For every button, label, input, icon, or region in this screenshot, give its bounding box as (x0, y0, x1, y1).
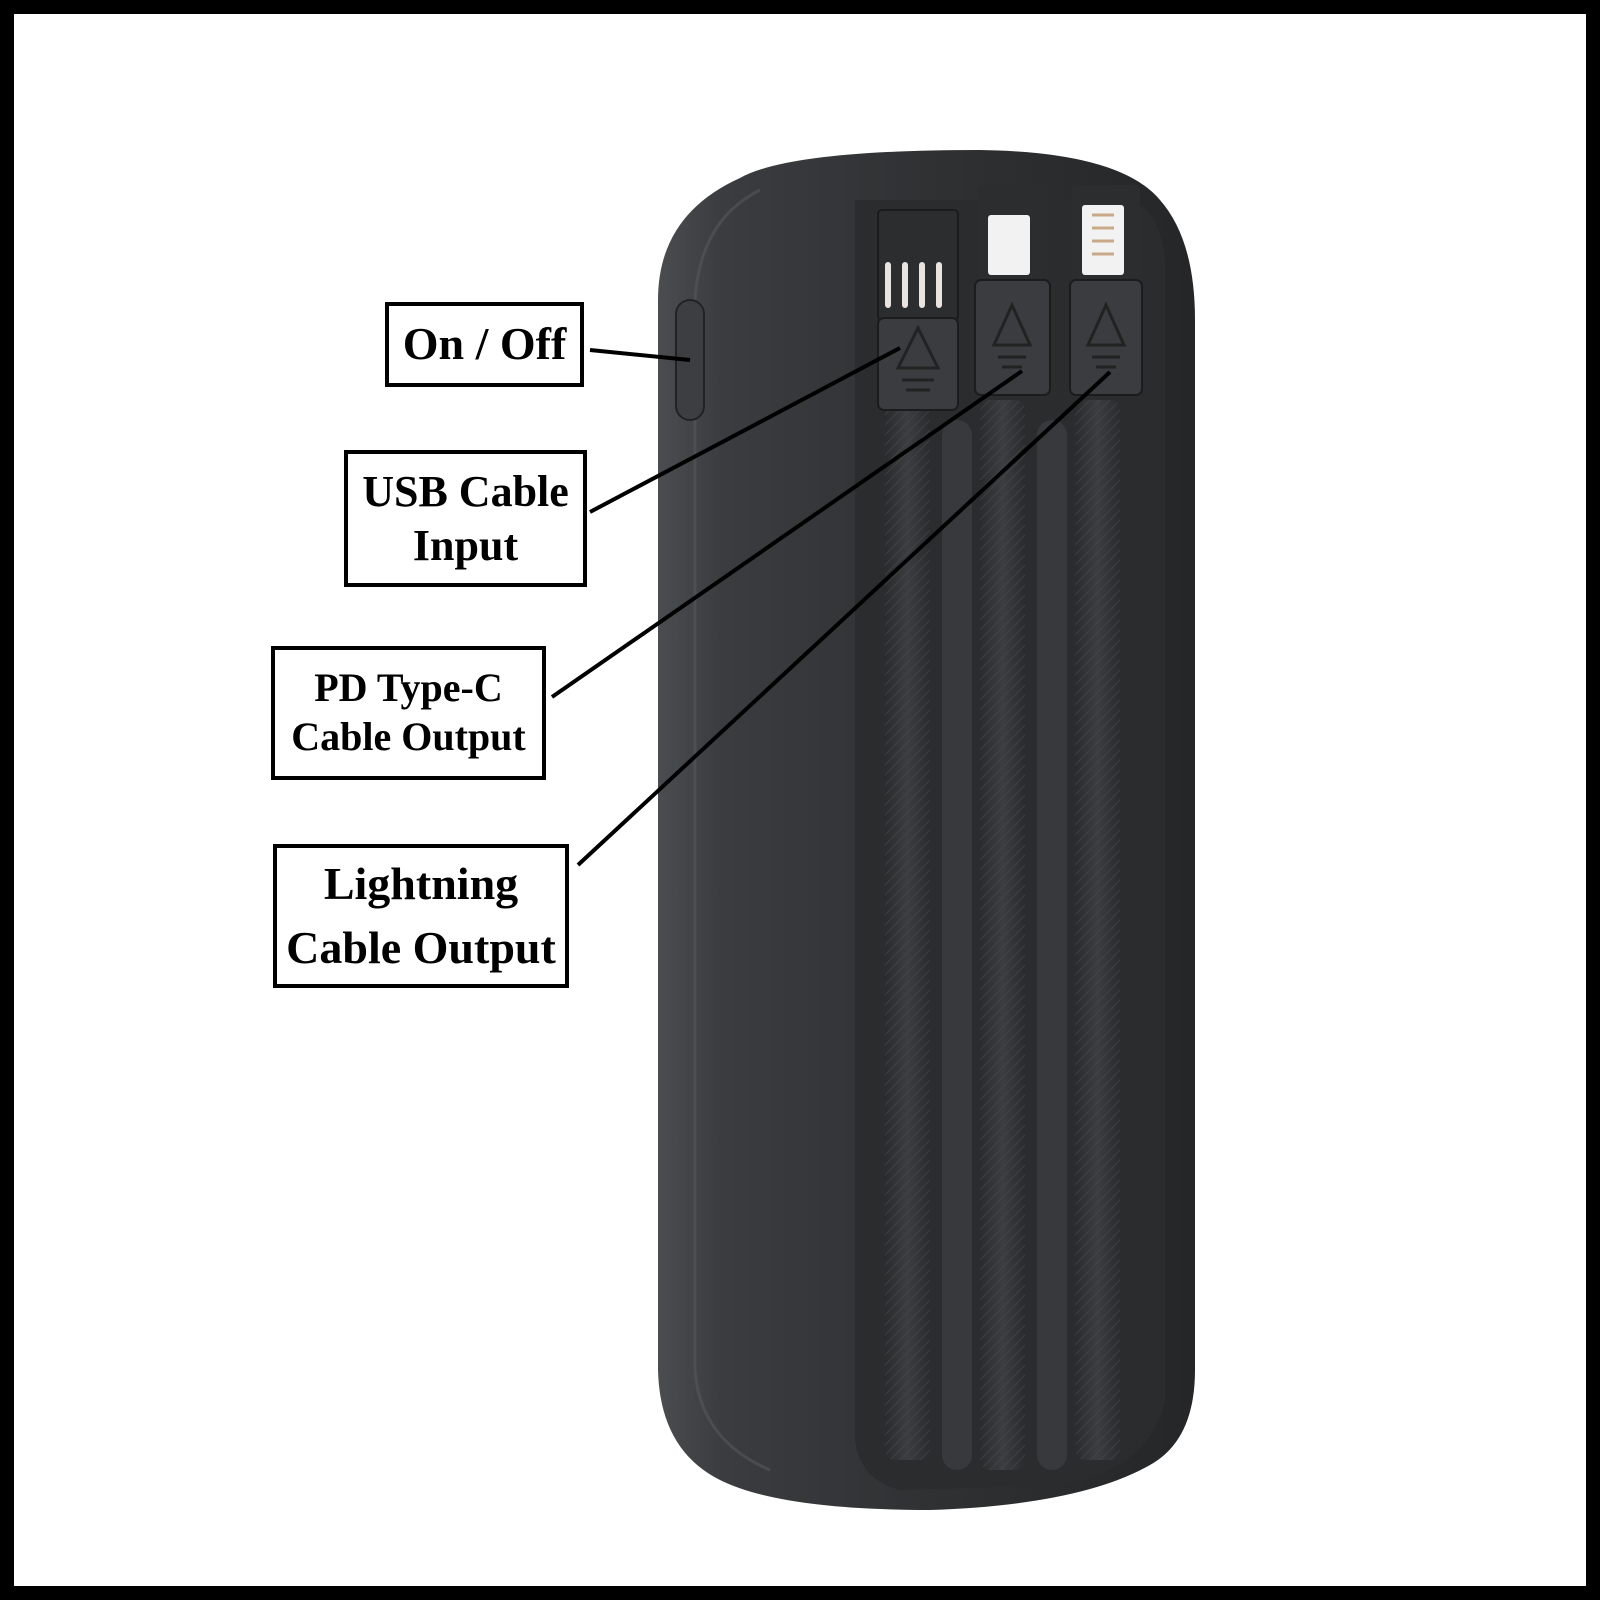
label-usb-cable-input: USB Cable Input (344, 450, 587, 587)
label-lightning-line-2: Cable Output (286, 922, 556, 973)
leader-lightning (576, 370, 1112, 867)
usb-cable-strip (885, 400, 930, 1460)
type-c-connector-icon (974, 185, 1051, 396)
label-type-c-line-2: Cable Output (291, 714, 526, 759)
lightning-cable-strip (1075, 400, 1120, 1460)
lightning-connector-icon (1069, 185, 1143, 396)
label-usb-line-2: Input (412, 520, 519, 570)
leader-lines (550, 346, 1112, 867)
slot-dividers (942, 420, 1067, 1470)
usb-connector-icon (877, 209, 959, 411)
label-on-off: On / Off (385, 302, 584, 387)
leader-usb (589, 346, 901, 514)
label-lightning: Lightning Cable Output (273, 844, 569, 988)
label-type-c-line-1: PD Type-C (314, 665, 503, 711)
type-c-cable-strip (980, 400, 1025, 1470)
leader-on-off (589, 348, 691, 362)
label-pd-type-c: PD Type-C Cable Output (271, 646, 546, 780)
label-usb-line-1: USB Cable (362, 466, 569, 516)
leader-type-c (550, 369, 1024, 699)
label-lightning-line-1: Lightning (323, 857, 519, 909)
label-on-off-line-1: On / Off (402, 318, 567, 370)
